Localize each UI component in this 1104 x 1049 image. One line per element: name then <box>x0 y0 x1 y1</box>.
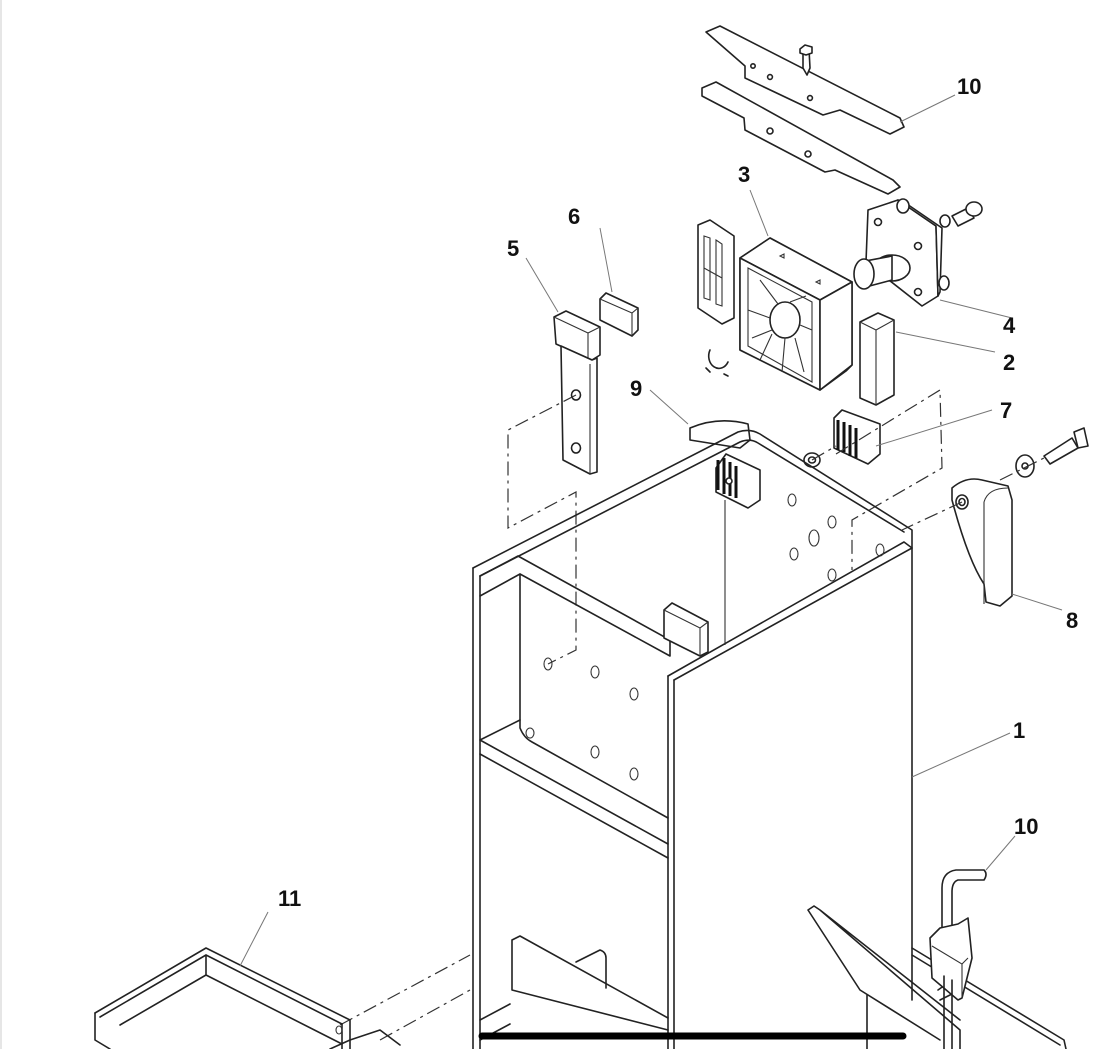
callout-10-top: 10 <box>957 74 981 99</box>
callouts: 10 3 6 5 4 2 9 7 8 1 10 11 <box>278 74 1078 911</box>
part-10-top-plates <box>701 25 905 195</box>
part-11-tray <box>94 947 401 1049</box>
part-9-hub <box>689 420 751 449</box>
leader-lines <box>239 94 1063 967</box>
callout-6: 6 <box>568 204 580 229</box>
part-6-block <box>599 292 639 337</box>
callout-1: 1 <box>1013 718 1025 743</box>
part-8-handle <box>951 427 1089 607</box>
callout-11: 11 <box>278 886 301 911</box>
alignment-lines <box>339 388 1045 1041</box>
callout-8: 8 <box>1066 608 1078 633</box>
callout-3: 3 <box>738 162 750 187</box>
part-2-pad <box>859 312 895 406</box>
callout-5: 5 <box>507 236 519 261</box>
part-10-pin-clamp <box>929 869 987 1049</box>
part-3-fan-housing <box>697 219 853 391</box>
part-4-bearing-plate <box>853 198 983 307</box>
callout-4: 4 <box>1003 313 1016 338</box>
callout-7: 7 <box>1000 398 1012 423</box>
callout-9: 9 <box>630 376 642 401</box>
part-5-bracket <box>553 310 601 475</box>
callout-10-bottom: 10 <box>1014 814 1038 839</box>
callout-2: 2 <box>1003 350 1015 375</box>
page-edge <box>0 0 2 1049</box>
